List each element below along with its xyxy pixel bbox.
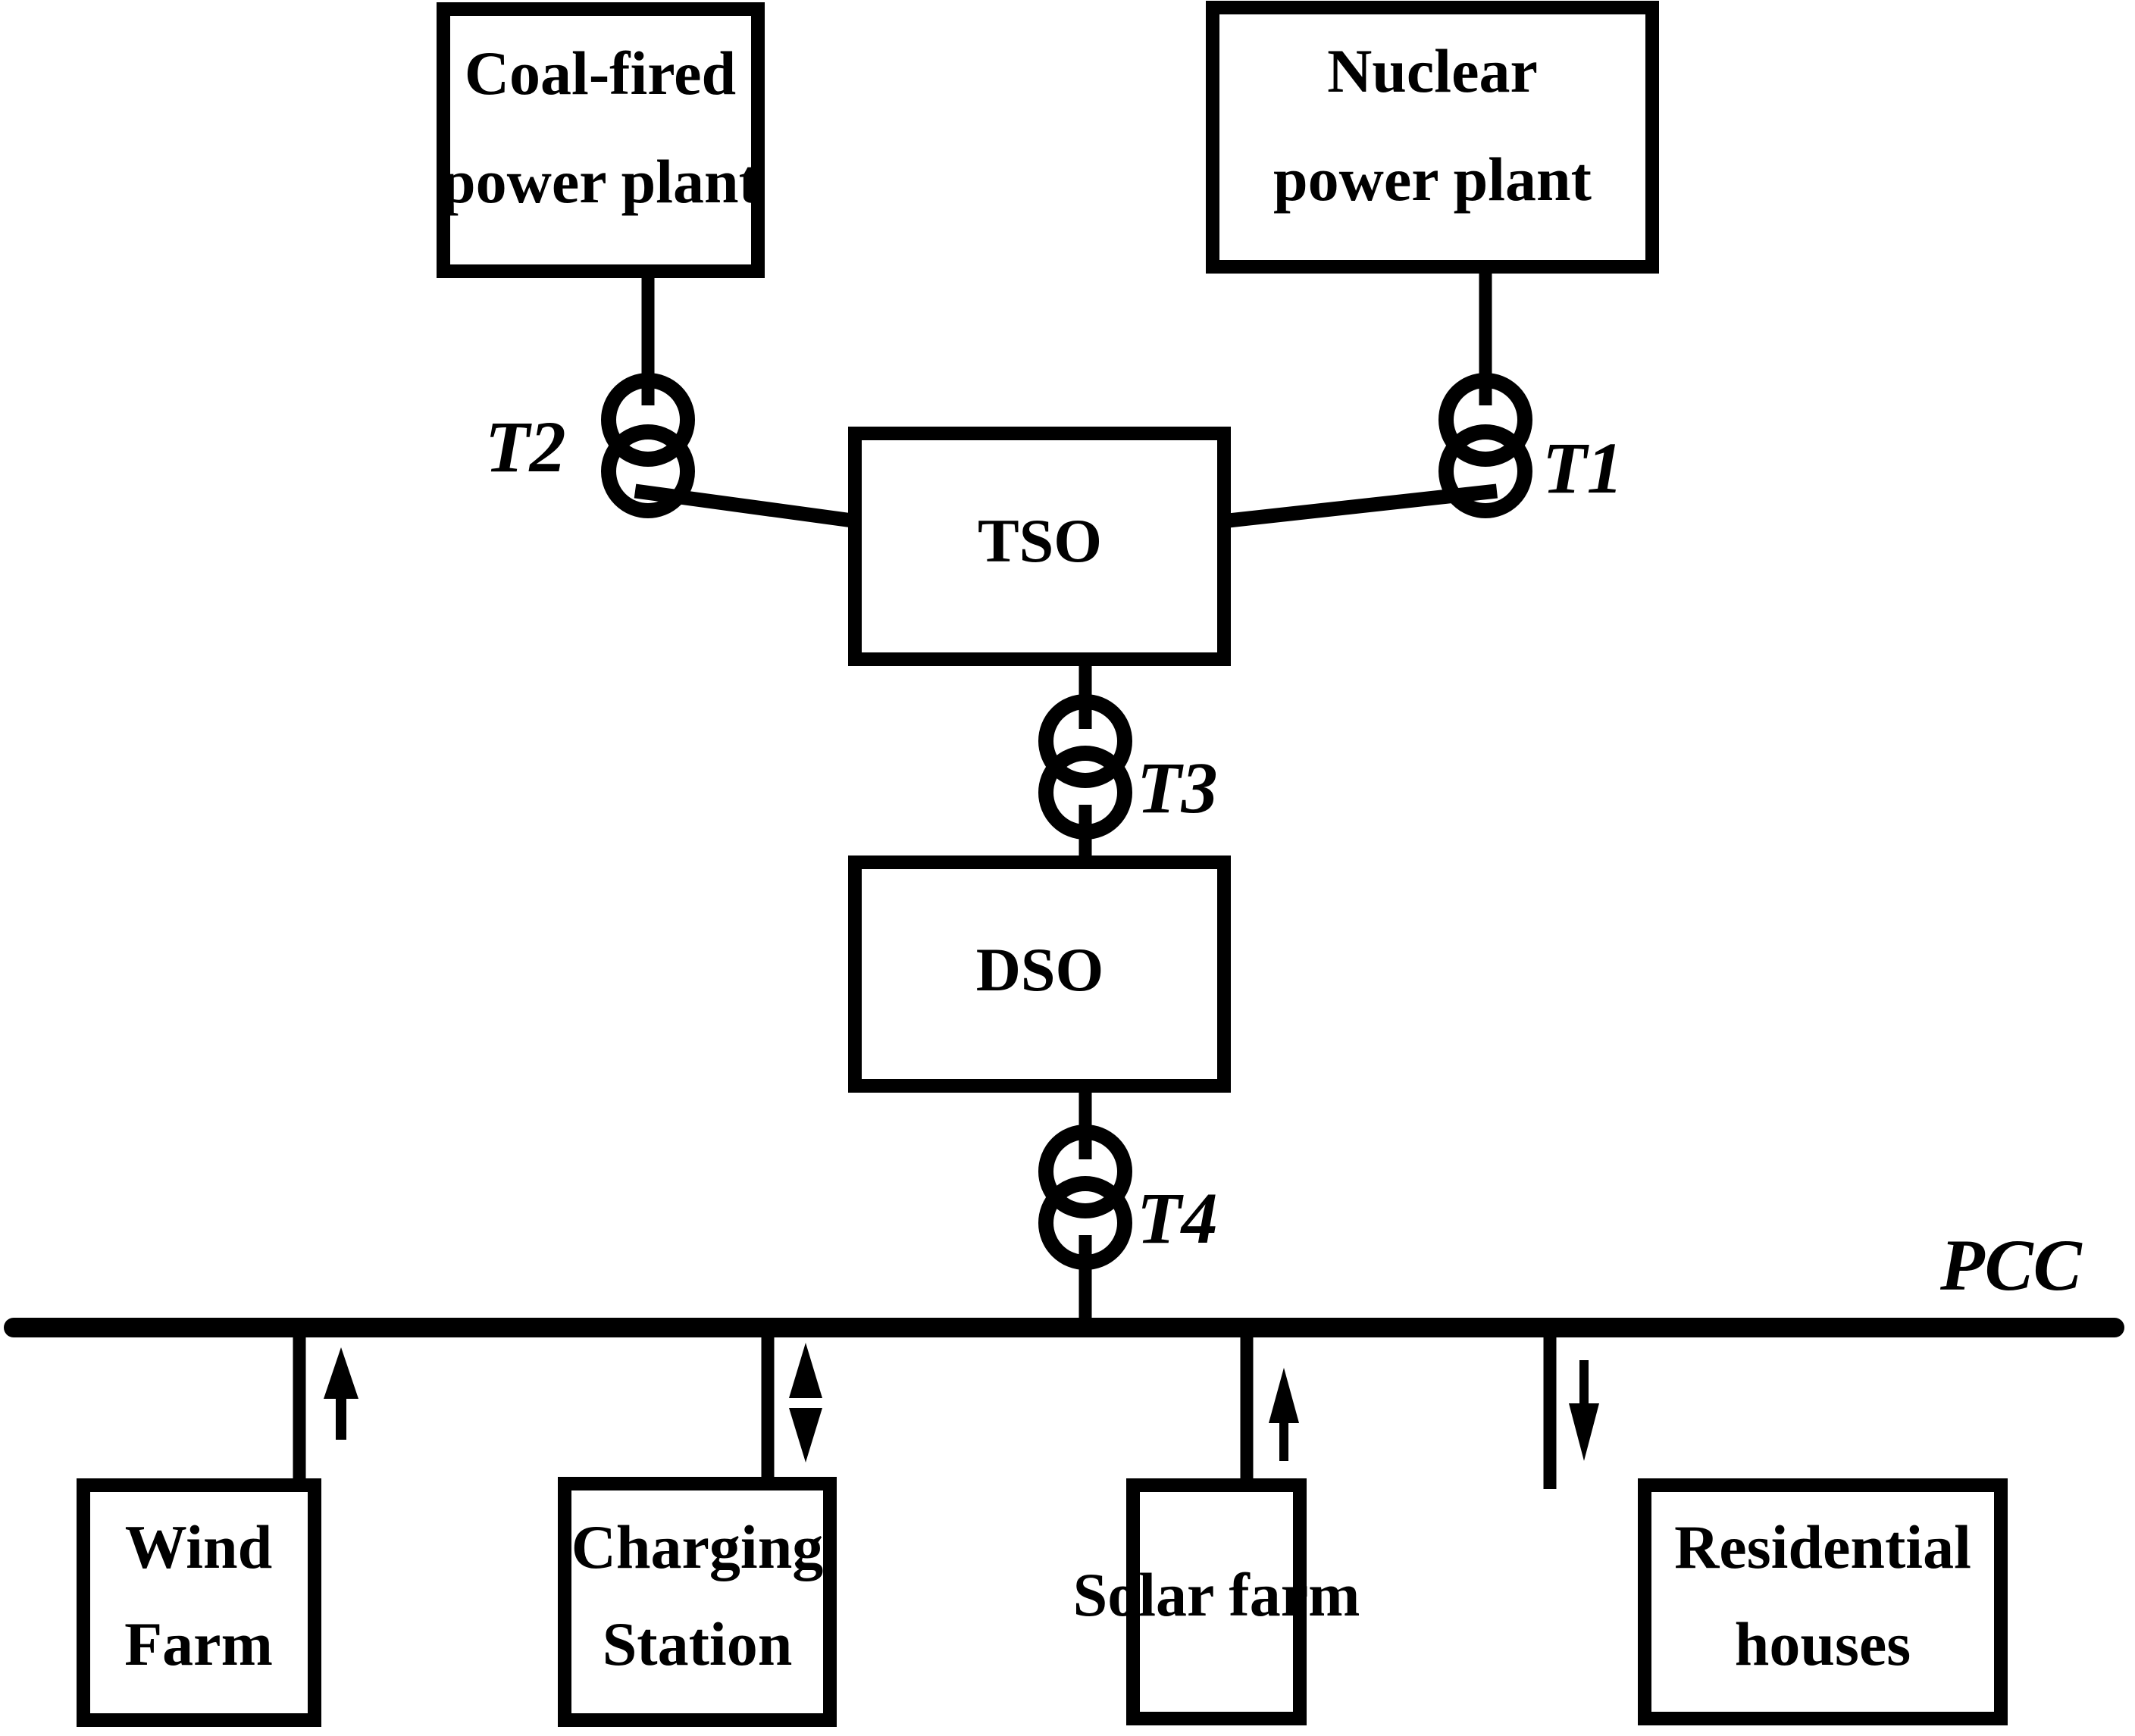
transformer-t4-icon xyxy=(1038,1124,1132,1270)
node-nuclear-power-plant[interactable]: Nuclear power plant xyxy=(1206,1,1659,274)
flow-arrow-wind-farm-up xyxy=(324,1347,358,1440)
transformer-t2-icon xyxy=(601,373,695,518)
charging-station-box[interactable] xyxy=(558,1477,837,1727)
coal-fired-power-plant-label-line2: power plant xyxy=(441,147,759,216)
residential-houses-label-line2: houses xyxy=(1735,1609,1911,1678)
residential-houses-box[interactable] xyxy=(1638,1478,2008,1725)
transformer-t1-label: T1 xyxy=(1542,427,1623,508)
tso-box[interactable] xyxy=(848,427,1231,666)
pcc-bus-label: PCC xyxy=(1939,1225,2083,1306)
tso-label: TSO xyxy=(978,506,1102,575)
node-charging-station[interactable]: Charging Station xyxy=(558,1477,837,1727)
pcc-bus-group: PCC xyxy=(4,1225,2124,1337)
solar-farm-box[interactable] xyxy=(1126,1478,1307,1725)
wind-farm-label-line2: Farm xyxy=(124,1609,273,1678)
nuclear-power-plant-label-line1: Nuclear xyxy=(1327,36,1538,105)
charging-station-label-line2: Station xyxy=(603,1609,793,1678)
flow-arrow-solar-farm-up xyxy=(1269,1368,1299,1461)
node-dso[interactable]: DSO xyxy=(848,855,1231,1093)
nuclear-power-plant-box[interactable] xyxy=(1206,1,1659,274)
coal-fired-power-plant-label-line1: Coal-fired xyxy=(465,39,736,108)
charging-station-label-line1: Charging xyxy=(571,1512,824,1581)
wind-farm-label-line1: Wind xyxy=(125,1512,273,1581)
node-coal-fired-power-plant[interactable]: Coal-fired power plant xyxy=(437,2,765,278)
node-residential-houses[interactable]: Residential houses xyxy=(1638,1478,2008,1725)
solar-farm-label: Solar farm xyxy=(1073,1560,1360,1629)
transformer-t3-label: T3 xyxy=(1137,747,1218,828)
wind-farm-box[interactable] xyxy=(77,1478,321,1727)
flow-arrow-charging-station-bidirectional xyxy=(789,1343,822,1462)
residential-houses-label-line1: Residential xyxy=(1674,1512,1971,1581)
nuclear-power-plant-label-line2: power plant xyxy=(1273,145,1592,214)
transformer-t3-icon xyxy=(1038,694,1132,840)
transformer-t4-label: T4 xyxy=(1137,1178,1218,1259)
connection-wires xyxy=(634,267,1498,1332)
dso-label: DSO xyxy=(976,935,1104,1004)
node-tso[interactable]: TSO xyxy=(848,427,1231,666)
node-wind-farm[interactable]: Wind Farm xyxy=(77,1478,321,1727)
transformer-t1-icon xyxy=(1438,373,1532,518)
transformer-t2-label: T2 xyxy=(485,406,566,487)
flow-arrow-residential-houses-down xyxy=(1569,1360,1599,1461)
coal-fired-power-plant-box[interactable] xyxy=(437,2,765,278)
feeder-drops xyxy=(293,1328,1599,1489)
transformer-symbols: T2 T1 T3 T4 xyxy=(485,373,1623,1270)
dso-box[interactable] xyxy=(848,855,1231,1093)
node-solar-farm[interactable]: Solar farm xyxy=(1073,1478,1360,1725)
